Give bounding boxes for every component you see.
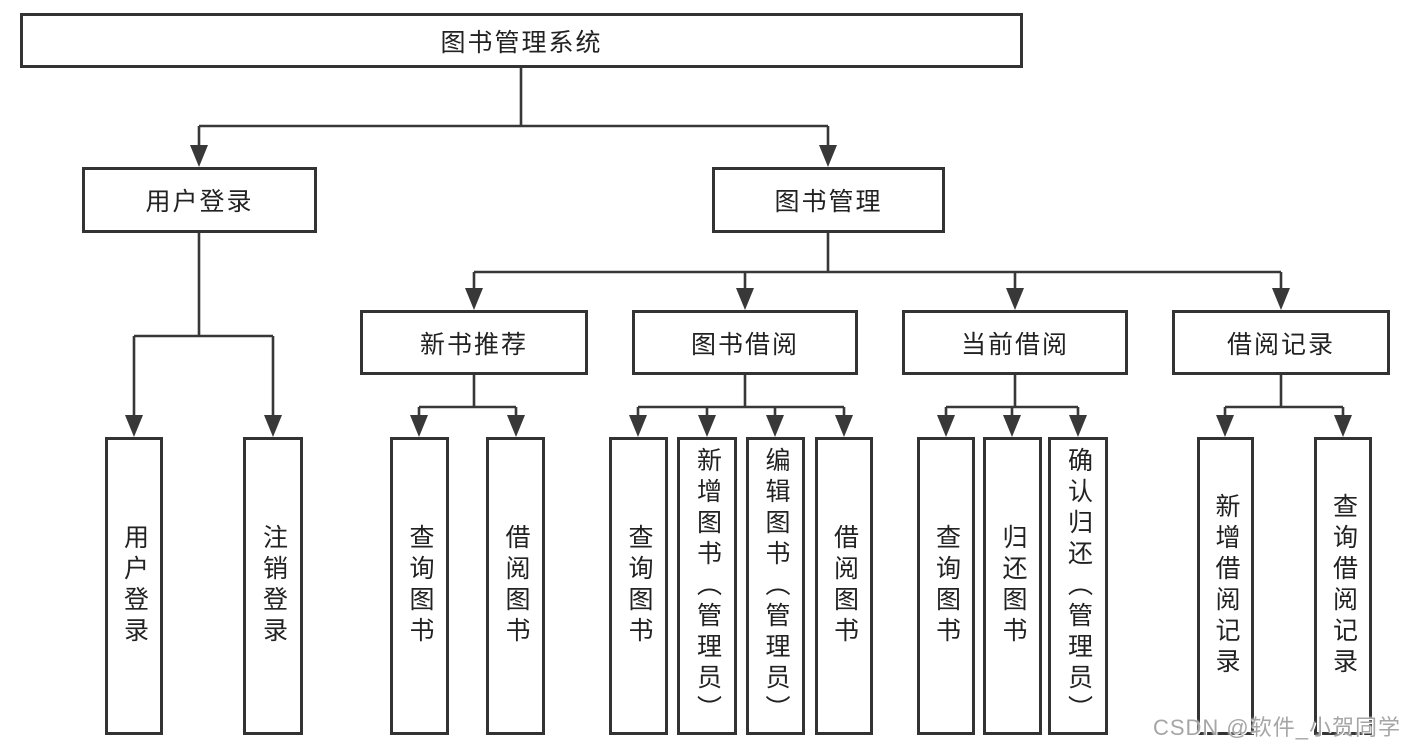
connector-root-bar xyxy=(197,68,830,148)
leaf-query-books-2-label: 查询图书 xyxy=(625,524,653,648)
leaf-return-books-label: 归还图书 xyxy=(999,524,1027,648)
connector-book-management-bar xyxy=(472,233,1283,291)
leaf-query-borrow-record: 查询借阅记录 xyxy=(1314,437,1372,735)
leaf-add-book-admin: 新增图书（管理员） xyxy=(677,437,737,735)
arrowhead-borrow-books-2 xyxy=(835,415,853,437)
arrowhead-leaf-user-login xyxy=(125,415,143,437)
node-library-management-system-label: 图书管理系统 xyxy=(440,28,603,57)
leaf-query-books-3: 查询图书 xyxy=(917,437,975,735)
node-user-login-label: 用户登录 xyxy=(145,188,254,216)
leaf-confirm-return-admin: 确认归还（管理员） xyxy=(1048,437,1108,735)
connector-current-borrowing-bar xyxy=(944,375,1080,418)
leaf-logout-label: 注销登录 xyxy=(259,524,288,648)
leaf-confirm-return-admin-label: 确认归还（管理员） xyxy=(1064,446,1093,726)
leaf-query-books-2: 查询图书 xyxy=(609,437,668,735)
leaf-borrow-books-1: 借阅图书 xyxy=(486,437,545,735)
leaf-logout: 注销登录 xyxy=(243,437,303,735)
arrowhead-query-books-1 xyxy=(410,415,428,437)
connector-user-login-bar xyxy=(132,233,275,418)
node-user-login: 用户登录 xyxy=(82,167,317,233)
leaf-edit-book-admin-label: 编辑图书（管理员） xyxy=(762,446,790,726)
node-library-management-system: 图书管理系统 xyxy=(20,13,1023,68)
arrowhead-new-book-recommendation xyxy=(465,288,483,310)
arrowhead-leaf-logout xyxy=(264,415,282,437)
leaf-add-borrow-record: 新增借阅记录 xyxy=(1197,437,1254,735)
arrowhead-book-management xyxy=(819,145,837,167)
arrowhead-book-borrowing xyxy=(736,288,754,310)
leaf-add-borrow-record-label: 新增借阅记录 xyxy=(1212,493,1240,679)
node-borrowing-records: 借阅记录 xyxy=(1172,310,1390,375)
leaf-return-books: 归还图书 xyxy=(983,437,1042,735)
node-book-management: 图书管理 xyxy=(712,167,945,233)
connector-borrowing-records-bar xyxy=(1223,375,1345,418)
leaf-borrow-books-1-label: 借阅图书 xyxy=(502,524,530,648)
arrowhead-query-borrow-record xyxy=(1334,415,1352,437)
arrowhead-borrowing-records xyxy=(1272,288,1290,310)
leaf-borrow-books-2: 借阅图书 xyxy=(815,437,873,735)
arrowhead-query-books-3 xyxy=(937,415,955,437)
arrowhead-return-books xyxy=(1003,415,1021,437)
arrowhead-add-borrow-record xyxy=(1216,415,1234,437)
arrowhead-user-login xyxy=(190,145,208,167)
node-borrowing-records-label: 借阅记录 xyxy=(1226,330,1335,359)
node-new-book-recommendation: 新书推荐 xyxy=(360,310,588,375)
leaf-user-login-label: 用户登录 xyxy=(120,524,149,648)
node-book-borrowing-label: 图书借阅 xyxy=(690,330,799,359)
node-current-borrowing: 当前借阅 xyxy=(902,310,1128,375)
leaf-query-books-1: 查询图书 xyxy=(390,437,449,735)
node-current-borrowing-label: 当前借阅 xyxy=(960,330,1069,359)
leaf-query-borrow-record-label: 查询借阅记录 xyxy=(1329,493,1358,679)
arrowhead-confirm-return-admin xyxy=(1069,415,1087,437)
node-book-borrowing: 图书借阅 xyxy=(632,310,858,375)
arrowhead-query-books-2 xyxy=(629,415,647,437)
leaf-user-login: 用户登录 xyxy=(105,437,163,735)
arrowhead-borrow-books-1 xyxy=(507,415,525,437)
node-new-book-recommendation-label: 新书推荐 xyxy=(419,330,528,359)
arrowhead-edit-book-admin xyxy=(766,415,784,437)
leaf-edit-book-admin: 编辑图书（管理员） xyxy=(746,437,805,735)
node-book-management-label: 图书管理 xyxy=(774,188,883,216)
arrowhead-add-book-admin xyxy=(698,415,716,437)
watermark: CSDN @软件_小贺同学 xyxy=(1152,715,1401,740)
leaf-query-books-3-label: 查询图书 xyxy=(932,524,961,648)
leaf-query-books-1-label: 查询图书 xyxy=(406,524,434,648)
connector-new-book-bar xyxy=(417,375,518,418)
connector-book-borrowing-bar xyxy=(636,375,846,418)
leaf-borrow-books-2-label: 借阅图书 xyxy=(830,524,859,648)
leaf-add-book-admin-label: 新增图书（管理员） xyxy=(693,446,722,726)
arrowhead-current-borrowing xyxy=(1006,288,1024,310)
